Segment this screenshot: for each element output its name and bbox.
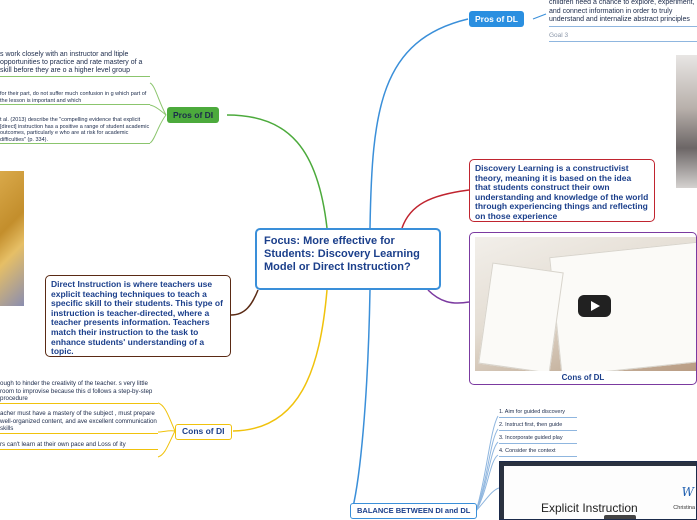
connector-di-def [230, 289, 259, 316]
pros-dl-note[interactable]: children need a chance to explore, exper… [549, 0, 697, 27]
pros-di-note-2[interactable]: for their part, do not suffer much confu… [0, 91, 150, 105]
connector-pros-di [226, 114, 328, 229]
balance-item-4[interactable]: 4. Consider the context [499, 447, 577, 457]
pros-di-note-1[interactable]: s work closely with an instructor and lt… [0, 51, 150, 77]
explicit-video-title: Explicit Instruction [541, 501, 638, 515]
connector-cons-dl [427, 289, 470, 304]
cons-dl-caption: Cons of DL [561, 373, 605, 382]
balance-item-1[interactable]: 1. Aim for guided discovery [499, 408, 577, 418]
pros-di-image [0, 171, 24, 306]
balance-item-2[interactable]: 2. Instruct first, then guide [499, 421, 577, 431]
pros-dl-goal[interactable]: Goal 3 [549, 32, 697, 42]
connector-cons-di [232, 289, 328, 432]
connector-pros-dl [369, 18, 469, 229]
balance-item-3[interactable]: 3. Incorporate guided play [499, 434, 577, 444]
pros-di-note-3[interactable]: t al. (2013) describe the "compelling ev… [0, 117, 150, 144]
cons-dl-video[interactable]: Cons of DL [469, 232, 697, 385]
video-logo-initial: W [681, 485, 694, 499]
play-icon[interactable] [578, 295, 611, 317]
video-progress-bar [604, 515, 636, 519]
pros-di-topic[interactable]: Pros of DI [167, 107, 220, 123]
cons-di-note-1[interactable]: ough to hinder the creativity of the tea… [0, 380, 158, 404]
explicit-instruction-video[interactable]: W Christina Explicit Instruction [499, 461, 697, 520]
pros-dl-image [676, 55, 697, 188]
central-topic[interactable]: Focus: More effective for Students: Disc… [255, 228, 441, 290]
video-thumbnail [475, 237, 696, 371]
cons-di-note-2[interactable]: acher must have a mastery of the subject… [0, 410, 158, 434]
pros-dl-topic[interactable]: Pros of DL [469, 11, 524, 27]
balance-topic[interactable]: BALANCE BETWEEN DI and DL [350, 503, 478, 519]
connector-dl-def [401, 189, 470, 229]
dl-definition-box[interactable]: Discovery Learning is a constructivist t… [469, 159, 655, 222]
cons-di-note-3[interactable]: rs can't learn at their own pace and Los… [0, 441, 158, 450]
video-presenter: Christina [673, 505, 695, 511]
connector-balance [351, 289, 371, 512]
cons-di-topic[interactable]: Cons of DI [175, 424, 232, 440]
di-definition-box[interactable]: Direct Instruction is where teachers use… [45, 275, 231, 357]
